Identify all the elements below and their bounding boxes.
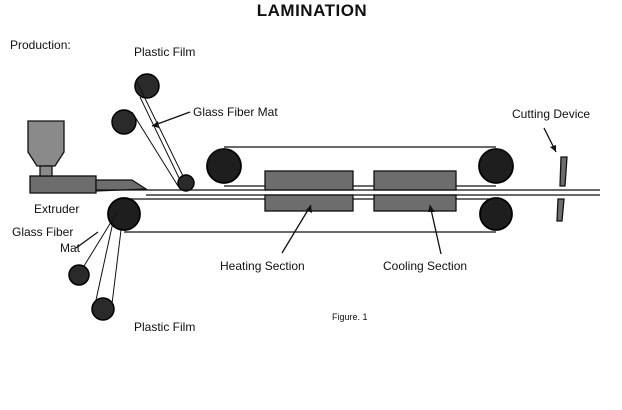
bottom-mat-feed	[83, 213, 117, 267]
heating-section-upper	[264, 170, 354, 191]
cutting-blade-lower	[556, 198, 565, 222]
bottom-glass-fiber-pointer	[75, 231, 99, 249]
lower-belt-right-drum	[479, 197, 513, 231]
bottom-plastic-film-label: Plastic Film	[134, 320, 195, 334]
bottom-film-feed-b	[111, 229, 122, 305]
top-guide-roller	[177, 174, 195, 192]
top-film-feed-b	[139, 96, 181, 181]
cutting-blade-upper	[559, 156, 568, 187]
cooling-section-label: Cooling Section	[383, 259, 467, 273]
top-film-feed	[135, 79, 184, 177]
bottom-glass-fiber-mat-roll	[68, 264, 90, 286]
cooling-section-upper	[373, 170, 457, 191]
bottom-glass-fiber-label-line2: Mat	[60, 241, 81, 255]
cutting-device-label: Cutting Device	[512, 107, 590, 121]
extruder-neck	[39, 165, 53, 177]
cutting-device	[556, 156, 568, 222]
diagram-title: LAMINATION	[257, 1, 367, 20]
heating-section-pointer	[281, 204, 312, 254]
extruder-die	[95, 179, 149, 192]
lower-belt-left-drum	[107, 197, 141, 231]
extruder	[27, 120, 149, 194]
heating-section-label: Heating Section	[220, 259, 305, 273]
top-glass-fiber-mat-roll	[111, 109, 137, 135]
top-mat-feed	[131, 111, 179, 187]
cooling-section-pointer	[429, 204, 442, 255]
upper-belt	[206, 146, 514, 187]
bottom-plastic-film-roll	[91, 297, 115, 321]
extruder-hopper	[27, 120, 65, 167]
extruder-label: Extruder	[34, 202, 79, 216]
bottom-glass-fiber-label-line1: Glass Fiber	[12, 225, 73, 239]
top-plastic-film-label: Plastic Film	[134, 45, 195, 59]
extruder-barrel	[29, 175, 97, 194]
top-glass-fiber-mat-label: Glass Fiber Mat	[193, 105, 278, 119]
production-label: Production:	[10, 38, 71, 52]
figure-caption: Figure. 1	[332, 312, 368, 322]
top-plastic-film-roll	[134, 73, 160, 99]
cooling-section-lower	[373, 194, 457, 212]
bottom-film-feed	[95, 221, 114, 301]
